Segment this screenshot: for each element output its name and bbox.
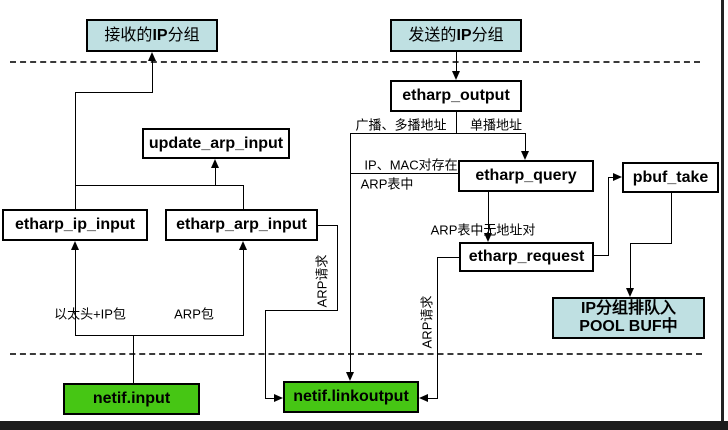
node-netif-input: netif.input xyxy=(63,383,200,415)
connector xyxy=(75,92,153,93)
connector xyxy=(594,255,609,256)
node-netif-linkoutput: netif.linkoutput xyxy=(283,381,419,413)
connector xyxy=(350,133,525,134)
node-label: 分组 xyxy=(471,26,504,44)
connector xyxy=(671,193,672,244)
arrow-down-icon xyxy=(346,372,354,381)
node-label: etharp_output xyxy=(402,87,510,105)
node-label-bold: IP xyxy=(456,26,472,44)
arrow-down-icon xyxy=(521,151,529,160)
connector xyxy=(350,173,458,174)
arrow-up-icon xyxy=(239,241,247,250)
connector xyxy=(265,310,338,311)
arrow-up-icon xyxy=(71,241,79,250)
connector xyxy=(437,257,459,258)
connector xyxy=(133,335,134,383)
edge-label-eth-header-ip-packet: 以太头+IP包 xyxy=(54,306,126,322)
edge-label-broadcast-multicast: 广播、多播地址 xyxy=(355,117,447,133)
node-etharp-query: etharp_query xyxy=(458,160,594,192)
connector xyxy=(608,177,614,178)
node-etharp-output: etharp_output xyxy=(390,80,522,112)
connector xyxy=(630,243,672,244)
connector xyxy=(243,185,244,209)
arrow-down-icon xyxy=(484,233,492,242)
connector xyxy=(337,225,338,311)
node-pbuf-take: pbuf_take xyxy=(622,162,719,193)
node-etharp-arp-input: etharp_arp_input xyxy=(165,209,318,241)
connector xyxy=(488,192,489,235)
arrow-right-icon xyxy=(613,173,622,181)
arrow-down-icon xyxy=(626,288,634,297)
separator-line-top xyxy=(10,61,700,63)
connector xyxy=(152,56,153,92)
connector xyxy=(456,52,457,73)
arrow-down-icon xyxy=(452,71,460,80)
node-label: 分组 xyxy=(167,26,200,44)
edge-label-unicast: 单播地址 xyxy=(469,117,523,133)
arrow-up-icon xyxy=(211,159,219,168)
node-label: 发送的 xyxy=(408,26,457,44)
node-label-bold: IP xyxy=(152,26,168,44)
arrow-left-icon xyxy=(419,394,428,402)
connector xyxy=(427,398,438,399)
edge-label-arp-request-recv: ARP请求 xyxy=(314,254,330,308)
node-label: netif.linkoutput xyxy=(293,388,409,406)
node-label: pbuf_take xyxy=(632,168,709,186)
connector xyxy=(265,310,266,399)
connector xyxy=(75,248,76,336)
node-label: etharp_ip_input xyxy=(14,216,135,234)
node-label-line1: IP分组排队入 xyxy=(580,300,677,318)
node-label: 接收的 xyxy=(104,26,153,44)
node-label: netif.input xyxy=(92,390,171,408)
node-label: etharp_query xyxy=(475,167,577,185)
node-ip-packet-queue-pool-buf: IP分组排队入 POOL BUF中 xyxy=(552,297,705,339)
edge-label-arp-request-send: ARP请求 xyxy=(419,295,435,349)
node-label-line2: POOL BUF中 xyxy=(579,318,678,335)
connector xyxy=(608,177,609,256)
connector xyxy=(75,92,76,209)
connector xyxy=(437,257,438,399)
connector xyxy=(350,133,351,374)
connector xyxy=(215,166,216,186)
arrow-right-icon xyxy=(274,394,283,402)
node-label: etharp_arp_input xyxy=(176,216,307,234)
node-label: update_arp_input xyxy=(148,134,284,152)
node-label: etharp_request xyxy=(468,248,585,266)
node-etharp-request: etharp_request xyxy=(459,242,594,272)
node-etharp-ip-input: etharp_ip_input xyxy=(2,209,148,241)
connector xyxy=(318,225,338,226)
connector xyxy=(525,133,526,153)
separator-line-bottom xyxy=(10,353,702,355)
edge-label-arp-table: ARP表中 xyxy=(360,176,414,192)
connector xyxy=(75,335,244,336)
edge-label-ip-mac-exists: IP、MAC对存在 xyxy=(364,157,458,173)
connector xyxy=(75,185,244,186)
connector xyxy=(265,398,275,399)
connector xyxy=(243,248,244,335)
node-update-arp-input: update_arp_input xyxy=(142,128,290,159)
edge-label-arp-table-no-pair: ARP表中无地址对 xyxy=(430,222,536,238)
frame-right-edge xyxy=(721,0,724,430)
connector xyxy=(630,243,631,289)
frame-bottom-edge xyxy=(0,421,728,430)
edge-label-arp-packet: ARP包 xyxy=(174,306,214,322)
arrow-up-icon xyxy=(148,52,156,61)
connector xyxy=(456,112,457,134)
